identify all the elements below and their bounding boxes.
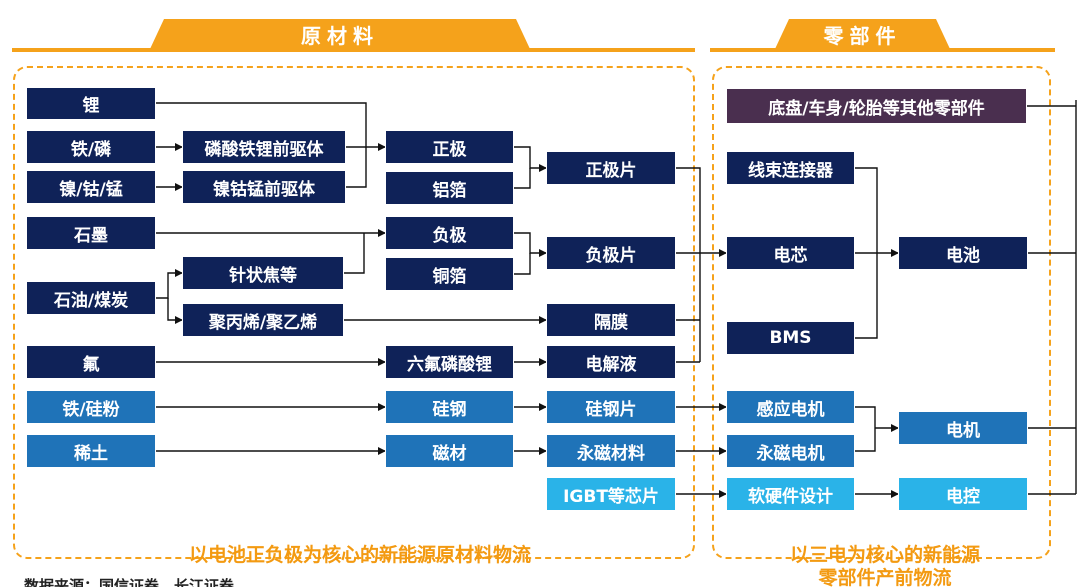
node-ncm-precursor: 镍钴锰前驱体: [182, 170, 346, 204]
node-needle-coke: 针状焦等: [182, 256, 344, 290]
node-fluorine: 氟: [26, 345, 156, 379]
node-separator: 隔膜: [546, 303, 676, 337]
node-lithium: 锂: [26, 87, 156, 120]
node-anode-sheet: 负极片: [546, 236, 676, 270]
node-lfp-precursor: 磷酸铁锂前驱体: [182, 130, 346, 164]
node-copper-foil: 铜箔: [385, 257, 514, 291]
node-lithium-hexafluorophosphate: 六氟磷酸锂: [385, 345, 514, 379]
components-caption-line-1: 以三电为核心的新能源: [789, 544, 980, 566]
node-battery: 电池: [898, 236, 1028, 270]
node-cathode: 正极: [385, 130, 514, 164]
node-silicon-steel-sheet: 硅钢片: [546, 390, 676, 424]
node-chassis-body-tires: 底盘/车身/轮胎等其他零部件: [726, 88, 1027, 124]
node-nickel-cobalt-manganese: 镍/钴/锰: [26, 170, 156, 204]
node-permanent-magnet-material: 永磁材料: [546, 434, 676, 468]
components-rule: [710, 48, 1055, 52]
node-electric-motor: 电机: [898, 411, 1028, 445]
node-polypropylene-polyethylene: 聚丙烯/聚乙烯: [182, 303, 344, 337]
node-igbt-chips: IGBT等芯片: [546, 477, 676, 511]
node-permanent-magnet-motor: 永磁电机: [726, 434, 855, 468]
node-silicon-steel: 硅钢: [385, 390, 514, 424]
node-petroleum-coal: 石油/煤炭: [26, 281, 156, 315]
node-electronic-control: 电控: [898, 477, 1028, 511]
node-induction-motor: 感应电机: [726, 390, 855, 424]
node-bms: BMS: [726, 321, 855, 355]
raw-materials-panel: [13, 66, 695, 559]
raw-materials-rule: [12, 48, 695, 52]
node-iron-silicon-powder: 铁/硅粉: [26, 390, 156, 424]
raw-materials-caption: 以电池正负极为核心的新能源原材料物流: [188, 544, 531, 566]
node-magnetic-material: 磁材: [385, 434, 514, 468]
node-battery-cell: 电芯: [726, 236, 855, 270]
node-graphite: 石墨: [26, 216, 156, 250]
node-aluminum-foil: 铝箔: [385, 171, 514, 205]
node-electrolyte: 电解液: [546, 345, 676, 379]
node-iron-phosphorus: 铁/磷: [26, 130, 156, 164]
node-wiring-harness: 线束连接器: [726, 151, 855, 185]
components-caption-line-2: 零部件产前物流: [818, 567, 952, 587]
node-cathode-sheet: 正极片: [546, 151, 676, 185]
node-rare-earth: 稀土: [26, 434, 156, 468]
components-header: 零部件: [775, 19, 950, 49]
raw-materials-header: 原材料: [150, 19, 530, 49]
node-anode: 负极: [385, 216, 514, 250]
data-source-note: 数据来源：国信证券，长江证券: [24, 577, 235, 587]
node-software-hardware-design: 软硬件设计: [726, 477, 855, 511]
components-panel: [712, 66, 1051, 559]
